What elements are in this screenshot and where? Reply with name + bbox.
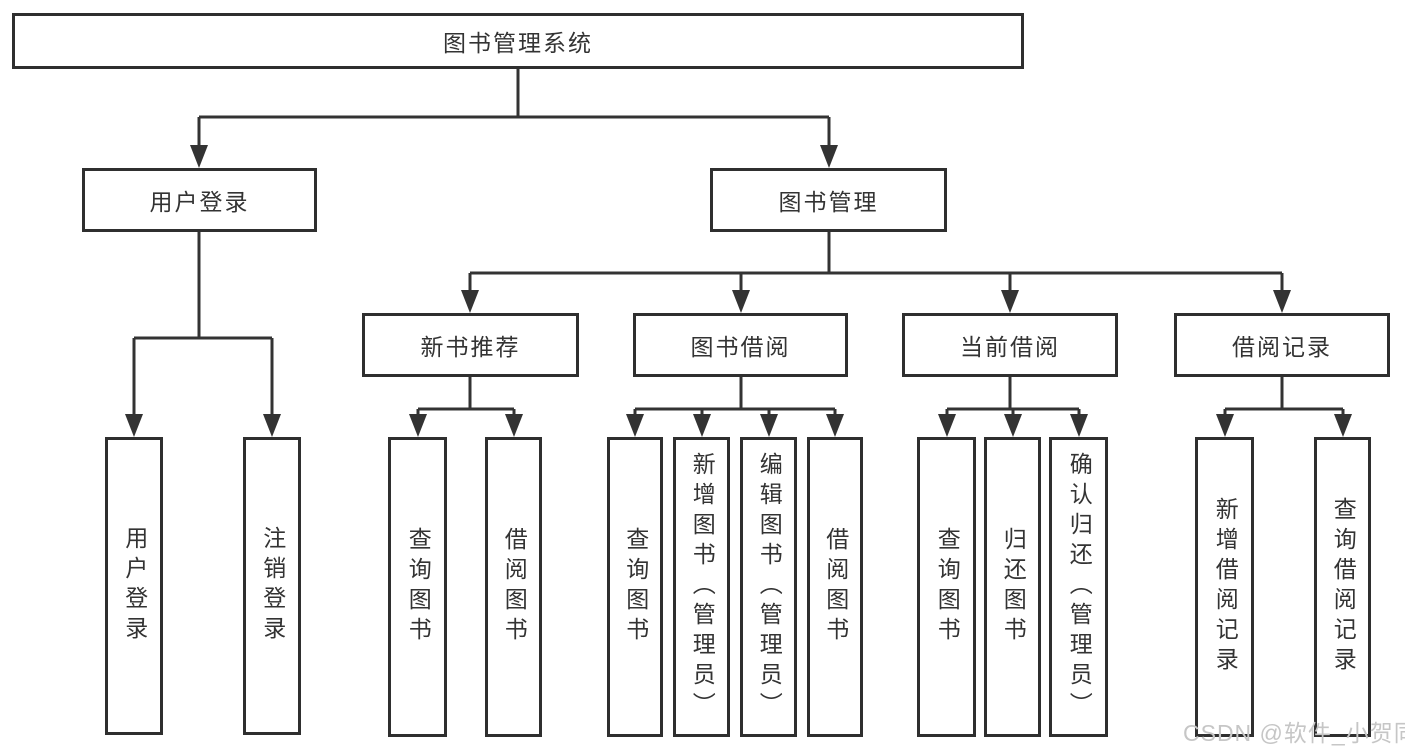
leaf-query-books-recommend: 查询图书 (388, 437, 447, 737)
leaf-logout: 注销登录 (243, 437, 301, 735)
node-current-borrow: 当前借阅 (902, 313, 1118, 377)
node-new-book-recommend: 新书推荐 (362, 313, 579, 377)
leaf-edit-book-admin: 编辑图书（管理员） (740, 437, 797, 737)
leaf-borrow-books-recommend: 借阅图书 (485, 437, 542, 737)
node-new-book-recommend-label: 新书推荐 (420, 334, 521, 360)
node-book-management: 图书管理 (710, 168, 947, 232)
leaf-add-book-admin: 新增图书（管理员） (673, 437, 730, 737)
leaf-confirm-return-admin-label: 确认归还（管理员） (1066, 452, 1093, 722)
node-borrow-records: 借阅记录 (1174, 313, 1390, 377)
leaf-borrow-books-recommend-label: 借阅图书 (501, 527, 528, 647)
node-book-management-label: 图书管理 (778, 189, 879, 215)
leaf-add-borrow-record: 新增借阅记录 (1195, 437, 1254, 737)
node-user-login-label: 用户登录 (149, 189, 250, 215)
leaf-add-borrow-record-label: 新增借阅记录 (1212, 497, 1239, 677)
leaf-query-borrow-record-label: 查询借阅记录 (1330, 497, 1357, 677)
leaf-user-login-label: 用户登录 (121, 526, 148, 646)
node-library-system-label: 图书管理系统 (443, 30, 593, 56)
leaf-borrow-books: 借阅图书 (807, 437, 863, 737)
leaf-add-book-admin-label: 新增图书（管理员） (689, 452, 716, 722)
node-library-system: 图书管理系统 (12, 13, 1024, 69)
leaf-query-books-current-label: 查询图书 (934, 527, 961, 647)
leaf-query-books-current: 查询图书 (917, 437, 976, 737)
leaf-return-book: 归还图书 (984, 437, 1041, 737)
arrowhead-group (125, 145, 1352, 437)
leaf-query-books-borrow: 查询图书 (607, 437, 663, 737)
leaf-query-borrow-record: 查询借阅记录 (1314, 437, 1371, 737)
node-user-login: 用户登录 (82, 168, 317, 232)
leaf-edit-book-admin-label: 编辑图书（管理员） (756, 452, 783, 722)
node-book-borrow-label: 图书借阅 (690, 334, 791, 360)
node-book-borrow: 图书借阅 (633, 313, 848, 377)
watermark: CSDN @软件_小贺同学 (1183, 720, 1405, 746)
leaf-query-books-borrow-label: 查询图书 (622, 527, 649, 647)
node-current-borrow-label: 当前借阅 (960, 334, 1060, 360)
leaf-return-book-label: 归还图书 (1000, 527, 1027, 647)
leaf-confirm-return-admin: 确认归还（管理员） (1049, 437, 1108, 737)
node-borrow-records-label: 借阅记录 (1232, 334, 1332, 360)
leaf-user-login: 用户登录 (105, 437, 163, 735)
leaf-query-books-recommend-label: 查询图书 (405, 527, 432, 647)
leaf-logout-label: 注销登录 (259, 526, 286, 646)
leaf-borrow-books-label: 借阅图书 (822, 527, 849, 647)
